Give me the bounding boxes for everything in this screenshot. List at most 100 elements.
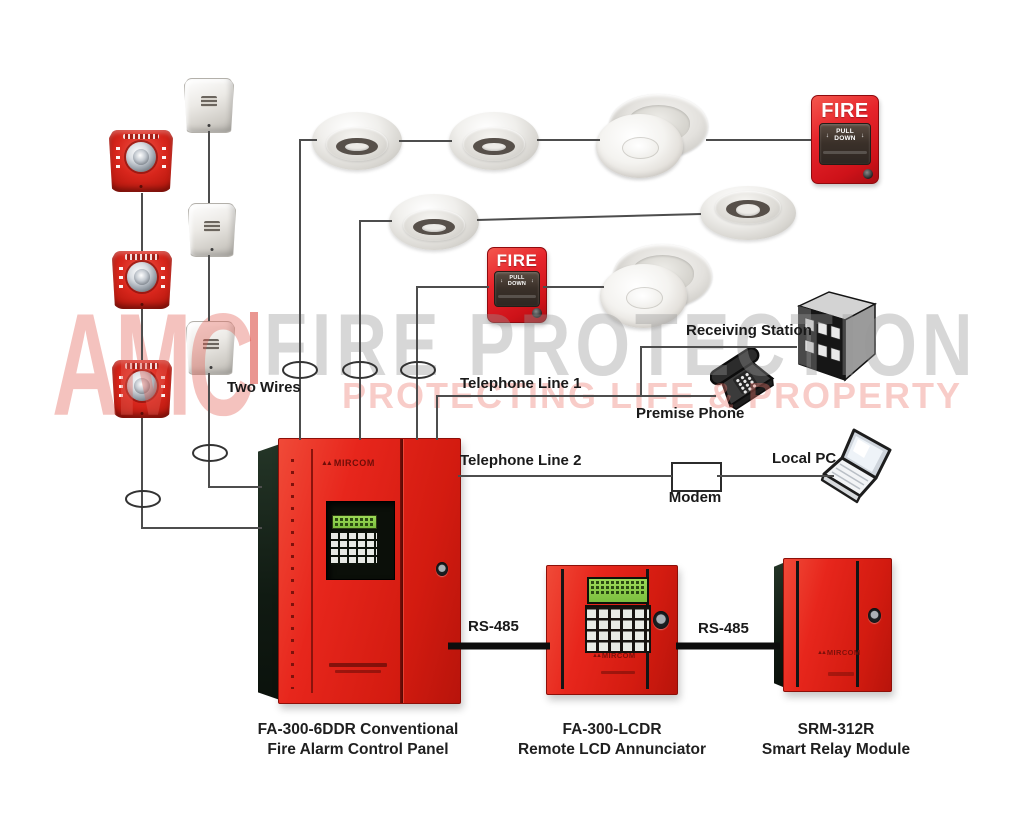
label-rs485-right: RS-485 (698, 620, 749, 637)
wire-red-column-to-panel (141, 418, 262, 529)
annunciator-footer-label (601, 671, 635, 674)
dome-detector-2 (600, 244, 712, 328)
strobe-label-band (123, 133, 159, 140)
wire-loop-3 (400, 361, 436, 379)
smoke-detector-3 (389, 194, 479, 250)
fire-lettering-left (116, 147, 121, 174)
white-strobe-3 (186, 321, 235, 375)
horn-strobe-red-2 (112, 251, 172, 309)
horn-strobe-red-1 (109, 130, 173, 192)
led-dot (140, 411, 144, 415)
pull-handle-bar (497, 294, 537, 298)
dome-cap (596, 114, 684, 178)
caption-line: SRM-312R (797, 721, 875, 738)
label-premise-phone: Premise Phone (636, 405, 745, 422)
wire-loop-4 (192, 444, 228, 462)
down-arrow-icon: ↓ (531, 277, 534, 284)
wire-row2 (476, 213, 702, 221)
relay-front: ▲▲ MIRCOM (783, 558, 892, 692)
label-modem: Modem (668, 489, 722, 506)
caption-line: Remote LCD Annunciator (517, 741, 706, 759)
caption-line: FA-300-LCDR (562, 721, 662, 738)
label-local-pc: Local PC (772, 450, 837, 467)
screw-icon (863, 168, 874, 179)
caption-line: Fire Alarm Control Panel (267, 741, 449, 759)
wire-loop-1 (282, 361, 318, 379)
horn-icon (126, 142, 156, 173)
down-arrow-icon: ↓ (500, 277, 503, 284)
door-seam-right (400, 439, 403, 703)
brand-logo-icon: ▲▲ (817, 649, 827, 656)
seam-right (856, 561, 859, 687)
panel-footer-label (329, 663, 387, 667)
speaker-grille (202, 338, 219, 350)
lcd-text-row (335, 518, 374, 521)
lcd-text-row (591, 581, 645, 584)
phone-icon (709, 347, 775, 411)
brand-logo-icon: ▲▲ (592, 652, 602, 659)
brand-logo-text: MIRCOM (601, 651, 636, 660)
annunciator-keyhole[interactable] (653, 611, 669, 629)
panel-footer-label (335, 670, 381, 673)
relay-side-face (774, 563, 783, 687)
local-pc-laptop (814, 426, 900, 510)
fire-pull-station-1: FIRE ↓ PULL DOWN ↓ (811, 95, 879, 184)
caption-line: Smart Relay Module (761, 741, 911, 759)
strobe-label-band (125, 363, 159, 369)
pull-handle-bar (823, 151, 867, 155)
caption-control-panel: FA-300-6DDR Conventional Fire Alarm Cont… (256, 720, 460, 761)
strobe-label-band (125, 254, 159, 260)
dome-cap (600, 264, 688, 328)
label-telephone-line-1: Telephone Line 1 (460, 375, 582, 392)
relay-keyhole[interactable] (868, 608, 881, 623)
horn-icon (127, 370, 157, 401)
label-receiving-station: Receiving Station (686, 322, 812, 339)
brand-logo-icon: ▲▲ (321, 460, 333, 467)
lcd-text-row (591, 586, 645, 589)
brand-logo: ▲▲ MIRCOM (817, 649, 861, 657)
smart-relay-module: ▲▲ MIRCOM (774, 558, 892, 692)
pull-handle-panel: ↓ PULL DOWN ↓ (493, 270, 541, 307)
panel-keypad[interactable] (331, 531, 377, 565)
white-strobe-1 (184, 78, 234, 133)
detector-hub (482, 143, 506, 152)
brand-logo-text: MIRCOM (333, 458, 375, 468)
label-two-wires: Two Wires (227, 379, 301, 396)
wire-white-column-to-panel (208, 373, 262, 488)
fire-lettering-right (161, 267, 166, 292)
receiving-station-box (795, 290, 879, 382)
wire-loop-5 (125, 490, 161, 508)
panel-display-window (326, 501, 395, 580)
wire-receiving-station (640, 346, 797, 396)
panel-door: ▲▲ MIRCOM (278, 438, 461, 704)
detector-hub (735, 204, 761, 217)
led-dot (207, 123, 211, 127)
led-dot (140, 302, 144, 306)
fire-pull-station-2: FIRE ↓ PULL DOWN ↓ (487, 247, 547, 323)
fire-alarm-control-panel: ▲▲ MIRCOM (256, 436, 461, 710)
pull-handle-panel: ↓ PULL DOWN ↓ (818, 122, 872, 165)
wire-zone2-riser (359, 220, 392, 440)
led-dot (210, 247, 214, 251)
smoke-detector-2 (449, 112, 539, 170)
smoke-detector-4 (700, 186, 796, 240)
seam-left (796, 561, 799, 687)
caption-annunciator: FA-300-LCDR Remote LCD Annunciator (510, 720, 714, 761)
fire-lettering-left (118, 267, 123, 292)
fire-pull-title: FIRE (496, 251, 538, 270)
door-lock-keyhole[interactable] (436, 562, 448, 576)
down-arrow-icon: ↓ (825, 131, 829, 139)
seam-left (561, 569, 564, 689)
annunciator-keypad[interactable] (585, 605, 651, 653)
caption-relay-module: SRM-312R Smart Relay Module (734, 720, 938, 761)
dome-detector-1 (596, 94, 708, 178)
pull-down-text: PULL DOWN (507, 274, 527, 287)
wire-telephone-line-1 (436, 395, 716, 440)
horn-icon (127, 261, 157, 292)
label-rs485-left: RS-485 (468, 618, 519, 635)
horn-strobe-red-3 (112, 360, 172, 418)
brand-logo: ▲▲ MIRCOM (592, 652, 636, 660)
label-telephone-line-2: Telephone Line 2 (460, 452, 582, 469)
box-windows (804, 317, 841, 362)
